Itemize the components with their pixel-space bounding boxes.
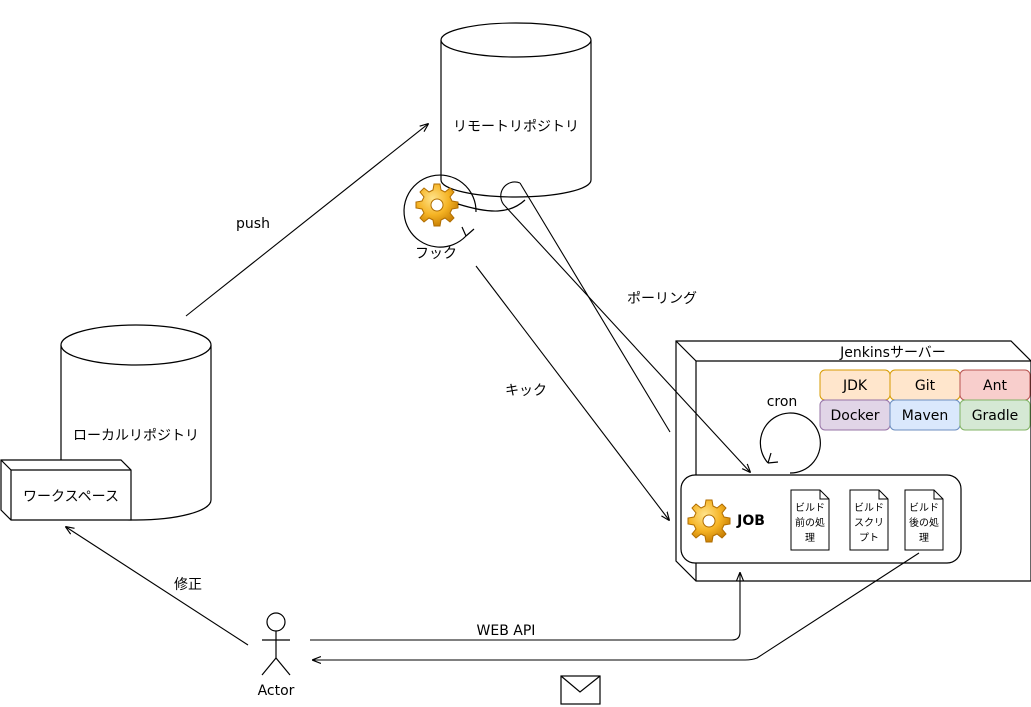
tool-label: Gradle xyxy=(972,408,1019,424)
doc-pre-build: ビルド 前の処 理 xyxy=(790,489,830,551)
tool-box-git: Git xyxy=(889,369,961,401)
cron-loop xyxy=(759,412,821,474)
hook-group xyxy=(403,174,526,248)
doc-post-build: ビルド 後の処 理 xyxy=(904,489,944,551)
remote-repo-cylinder xyxy=(440,22,592,198)
tool-label: Ant xyxy=(983,378,1007,394)
doc-line: 理 xyxy=(805,532,815,544)
tool-label: Git xyxy=(915,378,936,394)
mail-icon xyxy=(560,675,601,705)
job-label: JOB xyxy=(736,513,765,529)
doc-line: スクリ xyxy=(854,517,884,529)
document-icon xyxy=(904,489,944,551)
doc-line: ビルド xyxy=(854,502,884,514)
kick-arrow xyxy=(475,265,669,520)
web-api-arrow xyxy=(310,573,740,641)
job-gear-icon xyxy=(687,499,731,543)
doc-line: ビルド xyxy=(795,502,825,514)
local-repo-label: ローカルリポジトリ xyxy=(73,428,199,444)
web-api-label: WEB API xyxy=(477,623,536,639)
remote-repo-label: リモートリポジトリ xyxy=(453,119,579,135)
workspace-box xyxy=(0,459,132,521)
modify-label: 修正 xyxy=(174,577,202,593)
cron-label: cron xyxy=(767,394,798,410)
doc-build-script: ビルド スクリ プト xyxy=(849,489,889,551)
doc-line: 理 xyxy=(919,532,929,544)
doc-line: ビルド xyxy=(909,502,939,514)
push-label: push xyxy=(236,216,270,232)
push-arrow xyxy=(185,124,428,317)
hook-gear-icon xyxy=(415,183,459,227)
jenkins-server-label: Jenkinsサーバー xyxy=(839,345,946,361)
tool-label: JDK xyxy=(842,378,868,394)
tool-box-gradle: Gradle xyxy=(959,399,1031,431)
kick-label: キック xyxy=(505,383,547,399)
actor-icon xyxy=(261,612,291,676)
actor-label: Actor xyxy=(258,683,295,699)
modify-arrow xyxy=(66,527,249,646)
workspace-label: ワークスペース xyxy=(23,489,119,505)
notify-arrow xyxy=(313,552,920,660)
tool-box-jdk: JDK xyxy=(819,369,891,401)
tool-label: Docker xyxy=(830,408,879,424)
doc-line: 後の処 xyxy=(909,516,939,529)
tool-box-docker: Docker xyxy=(819,399,891,431)
doc-line: プト xyxy=(859,532,879,544)
tool-box-ant: Ant xyxy=(959,369,1031,401)
document-icon xyxy=(849,489,889,551)
tool-box-maven: Maven xyxy=(889,399,961,431)
hook-label: フック xyxy=(415,246,457,262)
polling-label: ポーリング xyxy=(627,291,697,307)
polling-arrow xyxy=(500,181,750,472)
document-icon xyxy=(790,489,830,551)
tool-label: Maven xyxy=(902,408,948,424)
doc-line: 前の処 xyxy=(795,516,825,529)
